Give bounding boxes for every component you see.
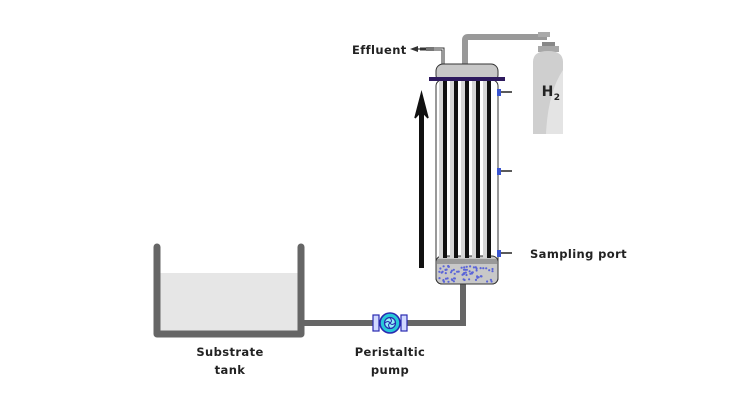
- tank-liquid: [160, 273, 298, 333]
- granule: [488, 269, 491, 272]
- granule: [491, 267, 494, 271]
- granule: [465, 265, 468, 268]
- sampling-port-label: Sampling port: [530, 247, 628, 261]
- cylinder-neck: [538, 46, 559, 52]
- granule: [491, 270, 494, 273]
- granule: [445, 268, 448, 271]
- peristaltic-pump-label: Peristaltic pump: [345, 343, 435, 379]
- fiber-gap: [461, 81, 465, 258]
- feed-pipe: [301, 280, 466, 326]
- substrate-tank-label-line2: tank: [214, 363, 246, 377]
- sampling-port: [497, 168, 512, 175]
- granule: [450, 278, 453, 281]
- hollow-fiber: [487, 81, 491, 258]
- membrane-reactor-column: [429, 63, 505, 285]
- granule: [469, 265, 472, 268]
- h2-pipe-cap: [538, 32, 550, 37]
- h2-label-subscript: 2: [553, 92, 561, 103]
- hollow-fiber: [443, 81, 447, 258]
- granule: [453, 277, 456, 280]
- h2-gas-cylinder: [533, 42, 563, 134]
- granule: [450, 269, 453, 272]
- granule: [441, 270, 444, 273]
- granule: [452, 268, 455, 271]
- granule: [456, 270, 459, 273]
- substrate-tank-label: Substrate tank: [185, 343, 275, 379]
- effluent-label: Effluent: [352, 43, 407, 57]
- upflow-arrow: [414, 90, 429, 268]
- fiber-gap: [472, 81, 476, 258]
- granule: [453, 272, 456, 275]
- granule: [475, 269, 478, 272]
- granule: [490, 280, 493, 283]
- granule: [482, 267, 485, 270]
- pump-flange-left: [372, 314, 380, 332]
- h2-label-main: H: [541, 84, 554, 100]
- h2-supply-pipe: [462, 34, 547, 68]
- granule: [474, 278, 478, 281]
- granule: [479, 267, 482, 270]
- peristaltic-pump-label-line1: Peristaltic: [354, 345, 426, 359]
- sampling-port: [497, 250, 512, 257]
- pump-flange-right: [400, 314, 408, 332]
- granule: [439, 267, 442, 270]
- granule: [438, 270, 441, 273]
- granule: [447, 280, 450, 283]
- granule: [489, 278, 492, 281]
- granule: [475, 267, 478, 270]
- granule: [486, 280, 489, 283]
- granule: [447, 264, 450, 268]
- granule: [444, 272, 447, 275]
- fiber-gap: [483, 81, 487, 258]
- column-base-band: [437, 259, 497, 264]
- tank-walls: [153, 243, 305, 338]
- substrate-tank-label-line1: Substrate: [196, 345, 264, 359]
- granule: [452, 280, 455, 283]
- fiber-gap: [439, 81, 443, 258]
- granule: [444, 277, 448, 280]
- granule: [464, 271, 467, 274]
- granule: [468, 270, 471, 273]
- cylinder-highlight: [546, 70, 563, 134]
- cylinder-valve: [542, 42, 555, 48]
- granule: [457, 270, 460, 273]
- effluent-outlet: [410, 46, 445, 69]
- hollow-fiber: [465, 81, 469, 258]
- granule: [442, 280, 446, 283]
- granule: [460, 266, 463, 269]
- pump-impeller-icon: [384, 317, 396, 329]
- sampling-ports: [497, 89, 512, 257]
- hollow-fibers: [439, 81, 491, 258]
- granule-bed: [438, 264, 494, 283]
- substrate-tank: [153, 243, 305, 338]
- granule: [472, 266, 475, 269]
- granule: [464, 268, 467, 271]
- granule: [463, 278, 466, 282]
- granule: [449, 271, 453, 274]
- peristaltic-pump-label-line2: pump: [370, 363, 410, 377]
- arrow-head-icon: [414, 90, 429, 119]
- h2-label: H2: [538, 83, 564, 107]
- fiber-gap: [450, 81, 454, 258]
- granule: [470, 272, 473, 275]
- granule: [463, 266, 466, 269]
- sampling-port: [497, 89, 512, 96]
- granule: [468, 278, 471, 281]
- hollow-fiber: [476, 81, 480, 258]
- granule: [477, 276, 480, 279]
- hollow-fiber: [454, 81, 458, 258]
- granule: [438, 277, 441, 280]
- column-flange: [429, 77, 505, 81]
- granule: [442, 265, 445, 268]
- granule: [485, 267, 488, 270]
- peristaltic-pump: [372, 312, 408, 334]
- granule: [479, 275, 482, 278]
- granule: [465, 273, 468, 277]
